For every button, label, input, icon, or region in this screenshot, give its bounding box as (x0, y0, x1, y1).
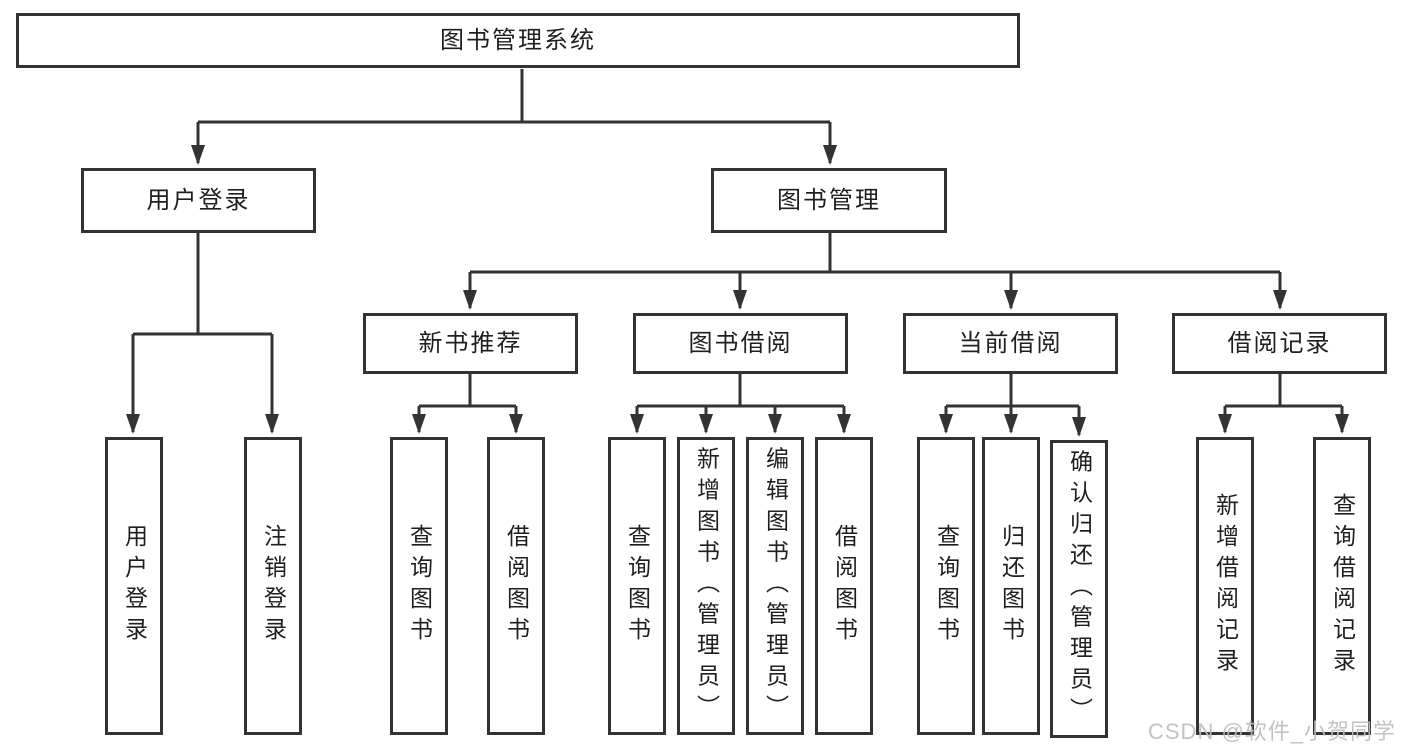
leaf-query-books-recommend-label: 查询图书 (406, 524, 433, 648)
leaf-query-borrow-record-label: 查询借阅记录 (1329, 493, 1356, 679)
leaf-return-books: 归还图书 (982, 437, 1040, 735)
leaf-borrow-books-borrowing-label: 借阅图书 (831, 524, 858, 648)
leaf-query-books-current-label: 查询图书 (933, 524, 960, 648)
leaf-edit-books-admin-label: 编辑图书（管理员） (762, 446, 789, 726)
leaf-add-borrow-record: 新增借阅记录 (1196, 437, 1254, 735)
leaf-borrow-books-recommend-label: 借阅图书 (503, 524, 530, 648)
leaf-query-borrow-record: 查询借阅记录 (1313, 437, 1371, 735)
node-new-book-recommendation: 新书推荐 (363, 313, 578, 374)
csdn-watermark: CSDN @软件_小贺同学 (1148, 719, 1397, 744)
node-book-management-system: 图书管理系统 (16, 13, 1020, 68)
leaf-user-login: 用户登录 (105, 437, 163, 735)
node-current-borrowing: 当前借阅 (903, 313, 1118, 374)
leaf-add-borrow-record-label: 新增借阅记录 (1212, 493, 1239, 679)
leaf-query-books-recommend: 查询图书 (390, 437, 448, 735)
leaf-logout-label: 注销登录 (260, 524, 287, 648)
leaf-confirm-return-admin-label: 确认归还（管理员） (1066, 449, 1093, 729)
leaf-return-books-label: 归还图书 (998, 524, 1025, 648)
node-user-login: 用户登录 (81, 168, 316, 233)
leaf-query-books-current: 查询图书 (917, 437, 975, 735)
leaf-edit-books-admin: 编辑图书（管理员） (746, 437, 804, 735)
leaf-logout: 注销登录 (244, 437, 302, 735)
leaf-query-books-borrowing-label: 查询图书 (624, 524, 651, 648)
node-book-borrowing: 图书借阅 (633, 313, 848, 374)
leaf-borrow-books-recommend: 借阅图书 (487, 437, 545, 735)
leaf-borrow-books-borrowing: 借阅图书 (815, 437, 873, 735)
leaf-confirm-return-admin: 确认归还（管理员） (1050, 440, 1108, 738)
leaf-add-books-admin-label: 新增图书（管理员） (693, 446, 720, 726)
node-book-management: 图书管理 (711, 168, 947, 233)
node-borrowing-records: 借阅记录 (1172, 313, 1387, 374)
leaf-user-login-label: 用户登录 (121, 524, 148, 648)
leaf-add-books-admin: 新增图书（管理员） (677, 437, 735, 735)
leaf-query-books-borrowing: 查询图书 (608, 437, 666, 735)
